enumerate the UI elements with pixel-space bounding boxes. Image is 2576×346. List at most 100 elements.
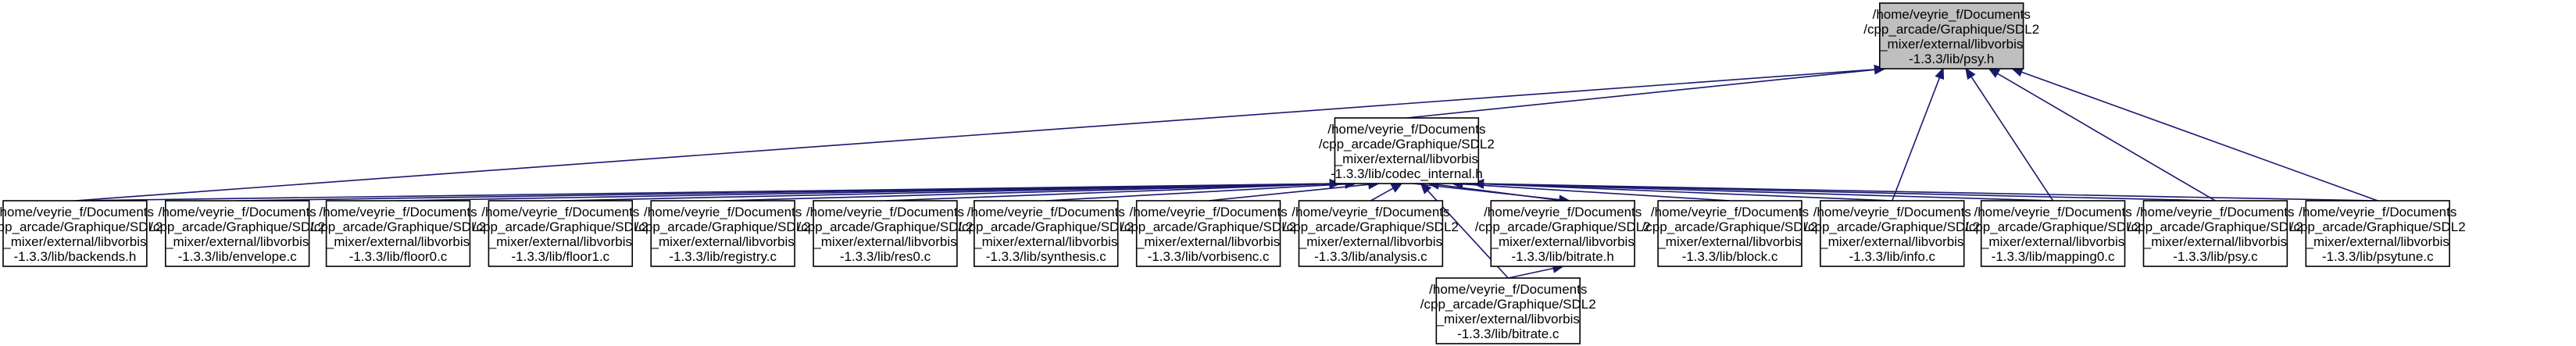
node-mapping0-c[interactable]: /home/veyrie_f/Documents/cpp_arcade/Grap… (1965, 200, 2141, 267)
node-label-line: -1.3.3/lib/psy.c (2173, 249, 2258, 264)
edge-psytune_c-to-codec_internal_h (1472, 179, 2378, 202)
edge-line (1892, 77, 1941, 202)
edge-line (1462, 183, 1731, 202)
node-label-line: _mixer/external/libvorbis (165, 234, 309, 249)
node-box[interactable] (1298, 200, 1444, 267)
node-box[interactable] (488, 200, 634, 267)
node-box[interactable] (2, 200, 148, 267)
node-vorbisenc-c[interactable]: /home/veyrie_f/Documents/cpp_arcade/Grap… (1120, 200, 1296, 267)
node-box[interactable] (1820, 200, 1965, 267)
node-label-line: _mixer/external/libvorbis (1136, 234, 1280, 249)
node-res0-c[interactable]: /home/veyrie_f/Documents/cpp_arcade/Grap… (798, 200, 974, 267)
node-box[interactable] (2305, 200, 2450, 267)
arrowhead (1420, 182, 1432, 194)
edge-backends_h-to-psy_h (74, 64, 1886, 202)
node-label-line: _mixer/external/libvorbis (1820, 234, 1963, 249)
node-registry-c[interactable]: /home/veyrie_f/Documents/cpp_arcade/Grap… (635, 200, 811, 267)
node-label-line: /cpp_arcade/Graphique/SDL2 (0, 219, 163, 234)
node-label-line: _mixer/external/libvorbis (2306, 234, 2449, 249)
node-synthesis-c[interactable]: /home/veyrie_f/Documents/cpp_arcade/Grap… (958, 200, 1134, 267)
node-psy-h[interactable]: /home/veyrie_f/Documents/cpp_arcade/Grap… (1863, 2, 2039, 70)
node-box[interactable] (1657, 200, 1802, 267)
edge-line (723, 183, 1331, 202)
node-label-line: /home/veyrie_f/Documents (0, 205, 154, 219)
node-box[interactable] (1490, 200, 1635, 267)
node-label-line: /cpp_arcade/Graphique/SDL2 (2290, 219, 2466, 234)
node-label-line: /home/veyrie_f/Documents (1974, 205, 2132, 219)
node-box[interactable] (1135, 200, 1281, 267)
node-label-line: -1.3.3/lib/res0.c (840, 249, 931, 264)
node-label-line: /home/veyrie_f/Documents (1484, 205, 1642, 219)
arrowhead (1935, 67, 1945, 80)
node-box[interactable] (325, 200, 471, 267)
edge-info_c-to-psy_h (1892, 67, 1945, 202)
node-label-line: _mixer/external/libvorbis (651, 234, 795, 249)
node-analysis-c[interactable]: /home/veyrie_f/Documents/cpp_arcade/Grap… (1283, 200, 1459, 267)
node-label-line: _mixer/external/libvorbis (2, 234, 146, 249)
node-label-line: -1.3.3/lib/block.c (1682, 249, 1778, 264)
edge-line (1483, 183, 2053, 202)
node-label-line: _mixer/external/libvorbis (2143, 234, 2287, 249)
node-box[interactable] (1879, 2, 2024, 70)
arrowhead (1988, 67, 2001, 78)
node-label-line: /home/veyrie_f/Documents (319, 205, 477, 219)
node-box[interactable] (813, 200, 958, 267)
edge-line (1483, 183, 2378, 202)
node-label-line: _mixer/external/libvorbis (1491, 234, 1635, 249)
edge-line (1508, 267, 1554, 279)
node-label-line: /home/veyrie_f/Documents (1129, 205, 1287, 219)
node-label-line: /cpp_arcade/Graphique/SDL2 (310, 219, 486, 234)
edge-psy_c-to-psy_h (1988, 67, 2216, 202)
node-floor0-c[interactable]: /home/veyrie_f/Documents/cpp_arcade/Grap… (310, 200, 486, 267)
edge-line (1406, 69, 1875, 119)
node-label-line: _mixer/external/libvorbis (1334, 152, 1478, 166)
node-label-line: /home/veyrie_f/Documents (806, 205, 964, 219)
node-label-line: -1.3.3/lib/mapping0.c (1992, 249, 2115, 264)
node-bitrate-h[interactable]: /home/veyrie_f/Documents/cpp_arcade/Grap… (1475, 200, 1651, 267)
node-label-line: /home/veyrie_f/Documents (1813, 205, 1971, 219)
node-label-line: /cpp_arcade/Graphique/SDL2 (1863, 22, 2039, 37)
node-label-line: /cpp_arcade/Graphique/SDL2 (958, 219, 1134, 234)
node-label-line: /home/veyrie_f/Documents (1429, 282, 1587, 297)
node-label-line: /home/veyrie_f/Documents (481, 205, 639, 219)
node-box[interactable] (650, 200, 795, 267)
node-label-line: /cpp_arcade/Graphique/SDL2 (1804, 219, 1980, 234)
node-box[interactable] (165, 200, 310, 267)
node-label-line: -1.3.3/lib/registry.c (669, 249, 777, 264)
node-floor1-c[interactable]: /home/veyrie_f/Documents/cpp_arcade/Grap… (473, 200, 648, 267)
node-bitrate-c[interactable]: /home/veyrie_f/Documents/cpp_arcade/Grap… (1420, 277, 1596, 344)
node-box[interactable] (1980, 200, 2126, 267)
edge-line (398, 183, 1331, 202)
node-psy-c[interactable]: /home/veyrie_f/Documents/cpp_arcade/Grap… (2128, 200, 2303, 267)
node-label-line: /cpp_arcade/Graphique/SDL2 (149, 219, 325, 234)
node-box[interactable] (1435, 277, 1581, 344)
node-label-line: _mixer/external/libvorbis (1657, 234, 1801, 249)
node-label-line: /cpp_arcade/Graphique/SDL2 (635, 219, 811, 234)
edge-line (884, 183, 1331, 202)
node-psytune-c[interactable]: /home/veyrie_f/Documents/cpp_arcade/Grap… (2290, 200, 2466, 267)
edge-line (1045, 183, 1346, 202)
node-info-c[interactable]: /home/veyrie_f/Documents/cpp_arcade/Grap… (1804, 200, 1980, 267)
node-codec-internal-h[interactable]: /home/veyrie_f/Documents/cpp_arcade/Grap… (1319, 117, 1495, 184)
node-label-line: -1.3.3/lib/codec_internal.h (1331, 166, 1483, 181)
node-label-line: /home/veyrie_f/Documents (159, 205, 316, 219)
node-backends-h[interactable]: /home/veyrie_f/Documents/cpp_arcade/Grap… (0, 200, 163, 267)
node-label-line: /cpp_arcade/Graphique/SDL2 (1965, 219, 2141, 234)
node-box[interactable] (974, 200, 1119, 267)
edge-line (74, 69, 1875, 202)
edge-line (1370, 187, 1394, 202)
node-box[interactable] (1334, 117, 1480, 184)
node-label-line: _mixer/external/libvorbis (1981, 234, 2124, 249)
node-label-line: _mixer/external/libvorbis (813, 234, 956, 249)
node-envelope-c[interactable]: /home/veyrie_f/Documents/cpp_arcade/Grap… (149, 200, 325, 267)
node-label-line: -1.3.3/lib/synthesis.c (986, 249, 1107, 264)
node-block-c[interactable]: /home/veyrie_f/Documents/cpp_arcade/Grap… (1642, 200, 1818, 267)
node-label-line: /cpp_arcade/Graphique/SDL2 (1642, 219, 1818, 234)
edge-line (1208, 184, 1370, 202)
node-label-line: /cpp_arcade/Graphique/SDL2 (473, 219, 648, 234)
edge-line (2020, 71, 2378, 202)
edge-line (1970, 76, 2054, 202)
node-label-line: /home/veyrie_f/Documents (1327, 122, 1485, 137)
node-box[interactable] (2142, 200, 2288, 267)
